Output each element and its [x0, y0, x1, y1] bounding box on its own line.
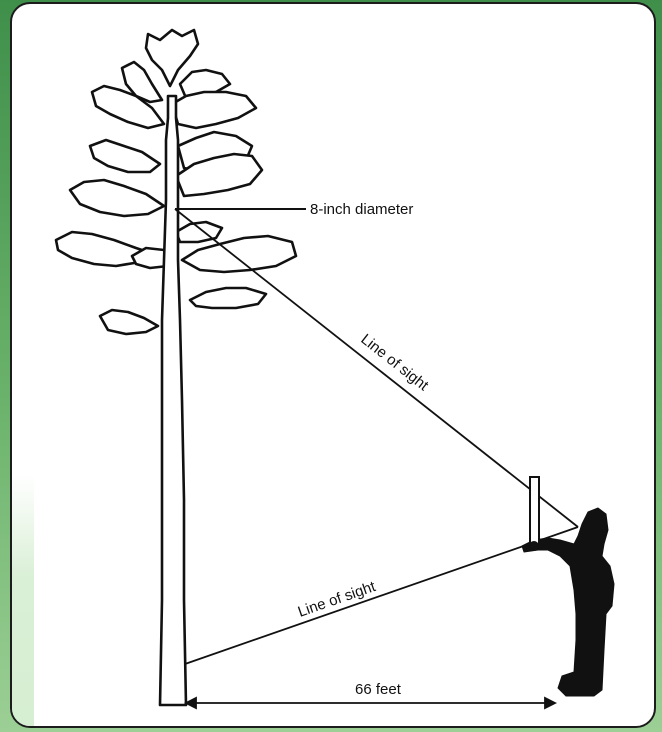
hand-icon [529, 541, 539, 551]
upper-line-of-sight [175, 209, 578, 527]
leaf-left-3 [70, 180, 164, 216]
leaf-right-1 [172, 92, 256, 128]
leaf-left-6 [100, 310, 158, 334]
distance-label: 66 feet [355, 681, 402, 698]
leaf-left-2 [90, 140, 160, 172]
arrowhead-left-icon [186, 698, 196, 708]
distance-dimension [186, 698, 555, 708]
arrowhead-right-icon [545, 698, 555, 708]
diameter-label: 8-inch diameter [310, 201, 413, 218]
leaf-right-5 [190, 288, 266, 308]
measuring-stick [530, 477, 539, 547]
lower-line-of-sight [185, 527, 578, 664]
lower-line-of-sight-label: Line of sight [296, 578, 379, 621]
leaf-mid-right [176, 222, 222, 242]
